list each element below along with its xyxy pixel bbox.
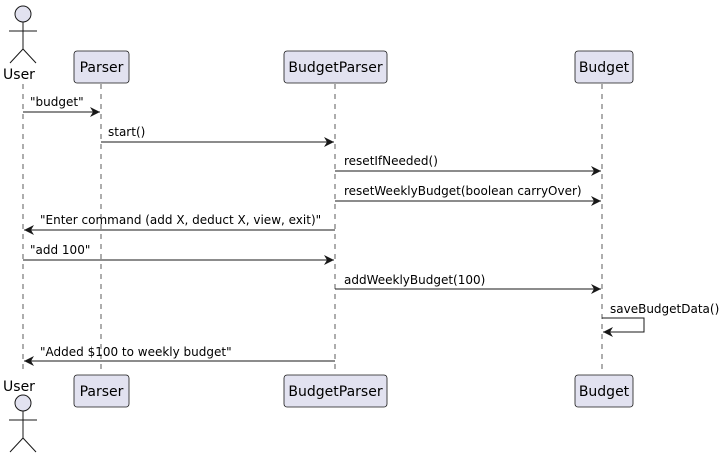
message-5: "Enter command (add X, deduct X, view, e… bbox=[24, 213, 335, 235]
message-label: resetIfNeeded() bbox=[344, 154, 438, 168]
message-label: resetWeeklyBudget(boolean carryOver) bbox=[344, 184, 582, 198]
message-6: "add 100" bbox=[23, 243, 334, 265]
message-label: start() bbox=[108, 125, 145, 139]
message-label: saveBudgetData() bbox=[610, 302, 719, 316]
message-label: "add 100" bbox=[30, 243, 90, 257]
participant-label: BudgetParser bbox=[288, 60, 382, 76]
message-label: addWeeklyBudget(100) bbox=[344, 273, 485, 287]
participant-label: Budget bbox=[579, 384, 630, 400]
actor-user-top: User bbox=[3, 5, 37, 83]
participant-label: Parser bbox=[80, 60, 124, 76]
participant-label: Parser bbox=[80, 384, 124, 400]
stick-figure-icon bbox=[9, 394, 37, 453]
actor-label-bottom: User bbox=[3, 379, 35, 395]
participant-budget-bottom: Budget bbox=[574, 374, 634, 408]
message-4: resetWeeklyBudget(boolean carryOver) bbox=[335, 184, 601, 206]
stick-figure-icon bbox=[9, 5, 37, 64]
message-3: resetIfNeeded() bbox=[335, 154, 601, 176]
participant-budget-parser-top: BudgetParser bbox=[283, 50, 388, 84]
participant-parser-top: Parser bbox=[73, 50, 130, 84]
message-2: start() bbox=[101, 125, 334, 147]
message-9: "Added $100 to weekly budget" bbox=[24, 345, 335, 366]
participant-parser-bottom: Parser bbox=[73, 374, 130, 408]
actor-label-top: User bbox=[3, 67, 35, 83]
message-8-self: saveBudgetData() bbox=[602, 302, 719, 337]
participant-budget-top: Budget bbox=[574, 50, 634, 84]
message-label: "Enter command (add X, deduct X, view, e… bbox=[40, 213, 321, 227]
message-7: addWeeklyBudget(100) bbox=[335, 273, 601, 294]
message-1: "budget" bbox=[23, 95, 100, 117]
actor-user-bottom: User bbox=[3, 379, 37, 453]
participant-label: BudgetParser bbox=[288, 384, 382, 400]
message-label: "budget" bbox=[30, 95, 84, 109]
participant-label: Budget bbox=[579, 60, 630, 76]
participant-budget-parser-bottom: BudgetParser bbox=[283, 374, 388, 408]
message-label: "Added $100 to weekly budget" bbox=[40, 345, 232, 359]
